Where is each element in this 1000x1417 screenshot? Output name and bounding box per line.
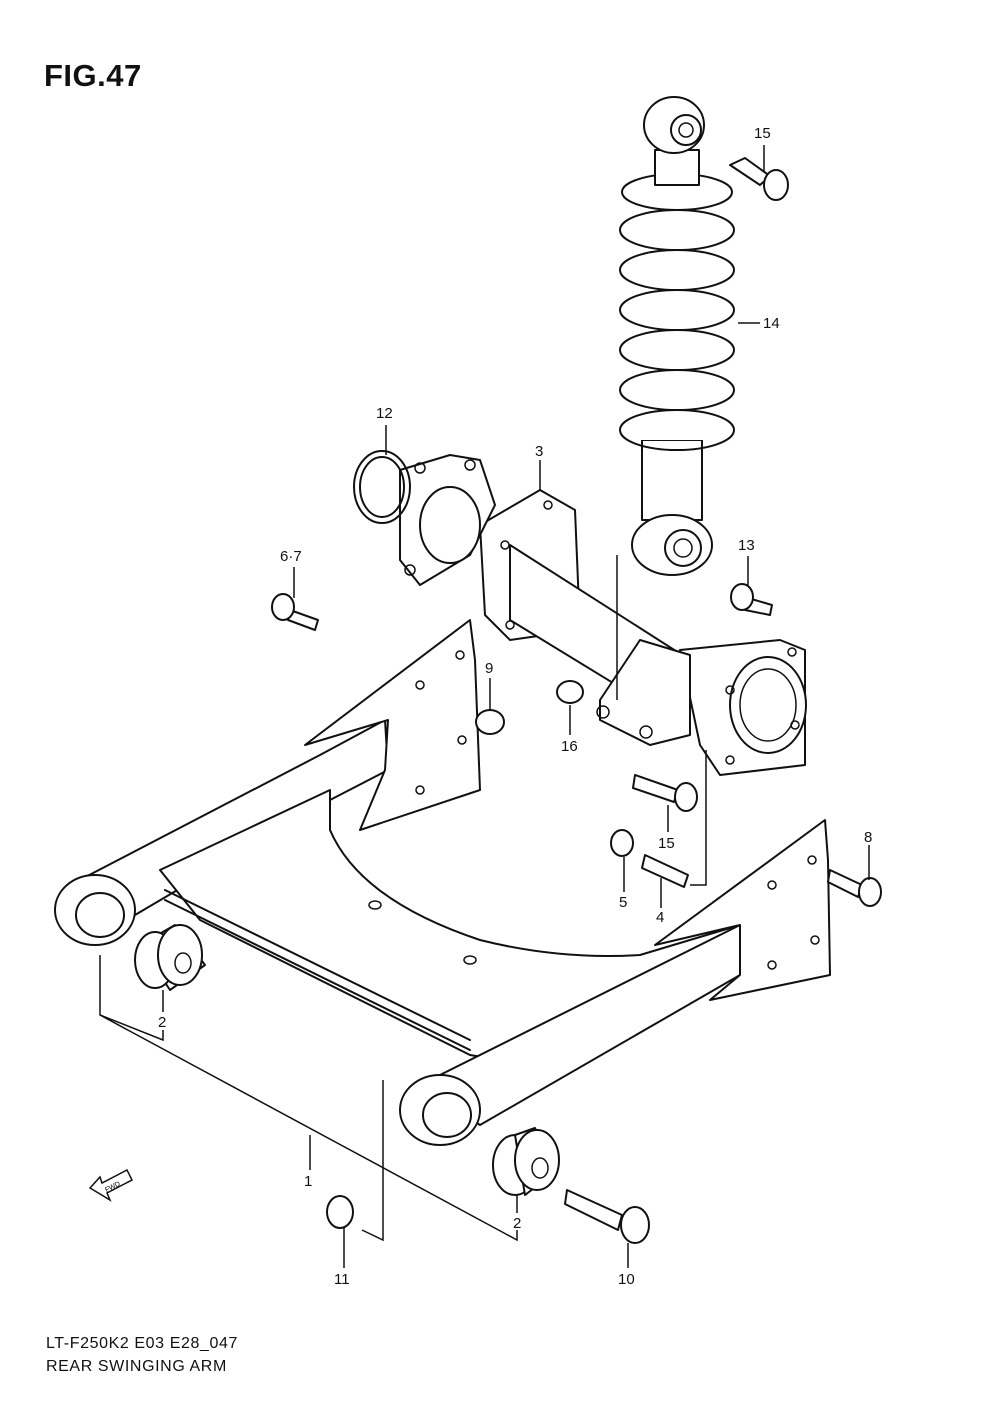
bolt-15-top[interactable] — [729, 157, 789, 201]
swing-arm[interactable] — [54, 619, 831, 1146]
callout-8[interactable]: 8 — [864, 829, 872, 846]
nut-16[interactable] — [556, 680, 584, 704]
bushing-right[interactable] — [492, 1127, 560, 1196]
callout-12[interactable]: 12 — [376, 405, 393, 422]
fwd-arrow-icon: FWD — [88, 1168, 134, 1202]
callout-5[interactable]: 5 — [619, 894, 627, 911]
callout-4[interactable]: 4 — [656, 909, 664, 926]
callout-6-7[interactable]: 6·7 — [280, 548, 302, 565]
nut-9[interactable] — [475, 709, 505, 735]
callout-2-left[interactable]: 2 — [158, 1014, 166, 1031]
callout-1[interactable]: 1 — [304, 1173, 312, 1190]
callout-9[interactable]: 9 — [485, 660, 493, 677]
callouts: 1 2 2 3 4 5 6·7 8 9 10 11 12 13 14 15 15… — [158, 125, 872, 1288]
figure-code: LT-F250K2 E03 E28_047 — [46, 1335, 238, 1352]
nut-5[interactable] — [610, 829, 634, 857]
stud-4[interactable] — [641, 854, 689, 888]
o-ring[interactable] — [353, 450, 411, 524]
callout-13[interactable]: 13 — [738, 537, 755, 554]
callout-3[interactable]: 3 — [535, 443, 543, 460]
callout-11[interactable]: 11 — [334, 1271, 350, 1288]
callout-14[interactable]: 14 — [763, 315, 780, 332]
hub-flange[interactable] — [399, 454, 496, 586]
callout-2-right[interactable]: 2 — [513, 1215, 521, 1232]
nut-11[interactable] — [326, 1195, 354, 1229]
callout-16[interactable]: 16 — [561, 738, 578, 755]
callout-15-top[interactable]: 15 — [754, 125, 771, 142]
callout-15-lower[interactable]: 15 — [658, 835, 675, 852]
shock-bracket[interactable] — [596, 639, 691, 746]
bolt-15-lower[interactable] — [632, 774, 698, 812]
figure-title: FIG.47 — [44, 58, 142, 93]
bolt-8[interactable] — [827, 869, 882, 907]
bolt-13[interactable] — [730, 583, 773, 616]
figure-name: REAR SWINGING ARM — [46, 1358, 227, 1375]
leader-lines — [99, 145, 870, 1268]
shock-absorber[interactable] — [619, 96, 735, 576]
bushing-left[interactable] — [134, 924, 206, 991]
bolt-6-7[interactable] — [271, 593, 319, 631]
bolt-10[interactable] — [564, 1189, 650, 1244]
callout-10[interactable]: 10 — [618, 1271, 635, 1288]
